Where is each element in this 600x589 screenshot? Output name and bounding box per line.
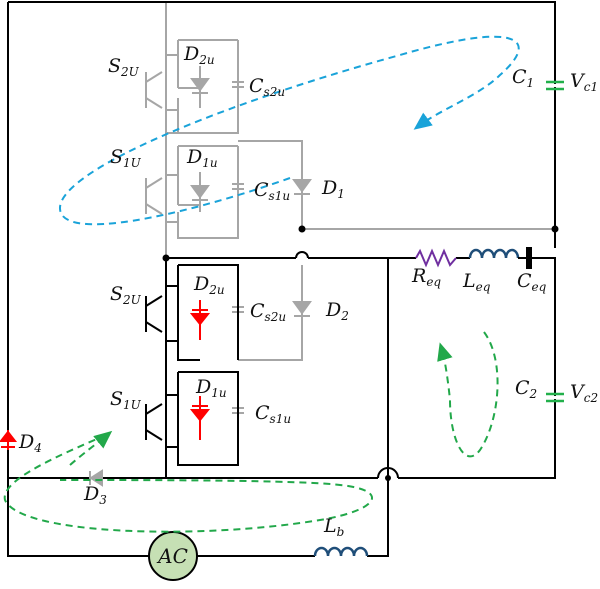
label-s1u-top: S1U <box>110 146 142 170</box>
dc-capacitors <box>546 80 564 403</box>
label-c1: C1 <box>512 66 534 90</box>
active-diodes <box>0 300 211 450</box>
leq-inductor <box>468 248 520 259</box>
lb-inductor <box>313 546 369 557</box>
label-d3: D3 <box>83 483 107 507</box>
ac-source <box>148 531 198 581</box>
label-d1u-bot: D1u <box>195 376 227 400</box>
label-s2u-bot: S2U <box>110 283 142 307</box>
upper-inactive-devices <box>190 78 312 414</box>
upper-inactive-network <box>165 2 555 361</box>
lower-transistors <box>145 295 163 441</box>
labels: S2U D2u Cs2u S1U D1u Cs1u D1 C1 Vc1 Req … <box>18 43 598 539</box>
label-req: Req <box>411 265 441 289</box>
label-vc1: Vc1 <box>570 70 598 94</box>
label-s2u-top: S2U <box>108 55 140 79</box>
label-cs2u-bot: Cs2u <box>250 300 286 324</box>
label-d1: D1 <box>321 177 345 201</box>
upper-transistors <box>145 71 163 215</box>
lower-current-loop <box>3 434 373 533</box>
label-d4: D4 <box>18 431 42 455</box>
junction-dots <box>162 225 559 481</box>
label-cs2u-top: Cs2u <box>249 75 285 99</box>
label-vc2: Vc2 <box>570 381 598 405</box>
label-cs1u-top: Cs1u <box>254 179 290 203</box>
label-lb: Lb <box>323 515 344 539</box>
right-current-loop <box>437 331 499 458</box>
label-c2: C2 <box>515 377 537 401</box>
label-d1u-top: D1u <box>186 146 218 170</box>
ceq-capacitor <box>526 247 532 269</box>
label-s1u-bot: S1U <box>110 388 142 412</box>
label-leq: Leq <box>462 270 491 294</box>
upper-current-loop <box>59 35 520 226</box>
label-ceq: Ceq <box>517 270 547 294</box>
label-d2: D2 <box>325 299 349 323</box>
ac-label: AC <box>156 544 188 568</box>
d3-diode <box>89 469 103 487</box>
label-d2u-top: D2u <box>183 43 215 67</box>
label-d2u-bot: D2u <box>193 273 225 297</box>
main-wiring <box>7 1 556 557</box>
req-resistor <box>415 248 457 268</box>
label-cs1u-bot: Cs1u <box>255 402 291 426</box>
